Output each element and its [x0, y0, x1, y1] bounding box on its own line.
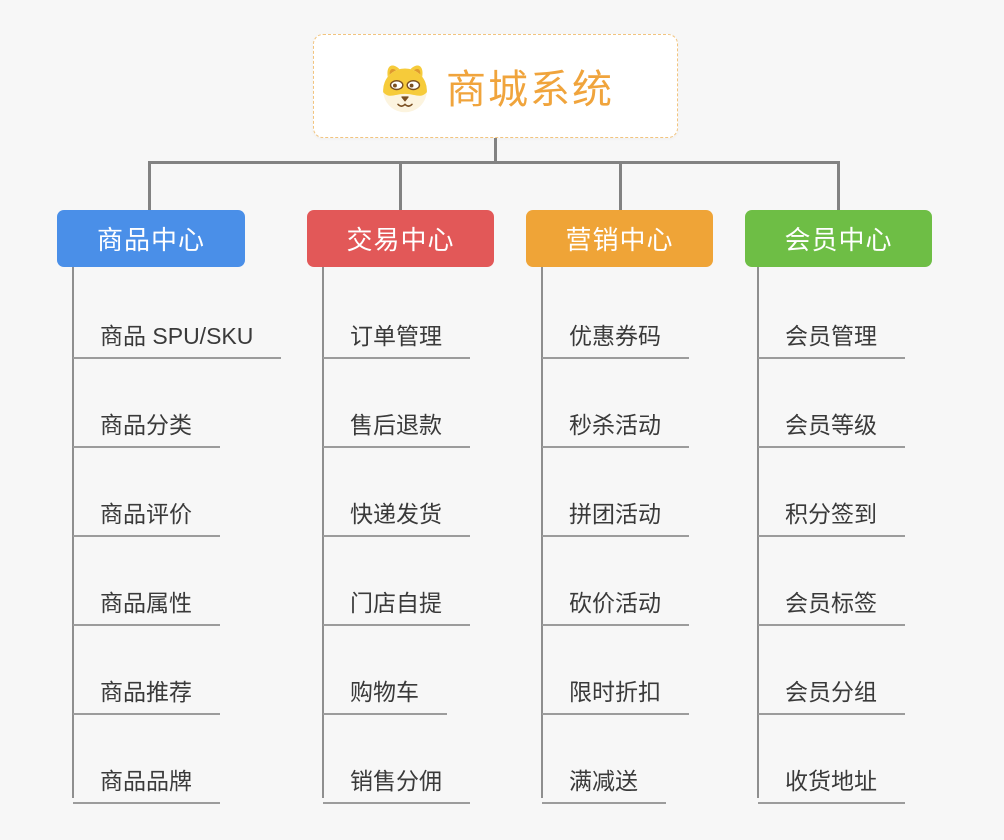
leaf-node[interactable]: 会员管理 [758, 312, 905, 359]
branch-label: 会员中心 [784, 225, 893, 255]
leaf-node[interactable]: 砍价活动 [542, 579, 689, 626]
branch-node-product-center[interactable]: 商品中心 [57, 210, 245, 267]
branch-line-marketing-center [541, 267, 543, 798]
connector-root-stub [494, 138, 497, 163]
leaf-node[interactable]: 快递发货 [323, 490, 470, 537]
root-title: 商城系统 [446, 68, 614, 112]
leaf-node[interactable]: 会员等级 [758, 401, 905, 448]
connector-horizontal [148, 161, 840, 164]
branch-label: 营销中心 [565, 225, 674, 255]
leaf-node[interactable]: 商品推荐 [73, 668, 220, 715]
leaf-node[interactable]: 会员分组 [758, 668, 905, 715]
leaf-node[interactable]: 销售分佣 [323, 757, 470, 804]
branch-line-product-center [72, 267, 74, 798]
connector-drop-trade-center [399, 161, 402, 210]
branch-node-marketing-center[interactable]: 营销中心 [526, 210, 713, 267]
leaf-node[interactable]: 商品属性 [73, 579, 220, 626]
leaf-node[interactable]: 商品 SPU/SKU [73, 312, 282, 359]
branch-label: 商品中心 [96, 225, 205, 255]
leaf-node[interactable]: 限时折扣 [542, 668, 689, 715]
connector-drop-marketing-center [619, 161, 622, 210]
connector-drop-product-center [148, 161, 151, 210]
connector-drop-member-center [837, 161, 840, 210]
branch-line-member-center [757, 267, 759, 798]
leaf-node[interactable]: 商品评价 [73, 490, 220, 537]
leaf-node[interactable]: 会员标签 [758, 579, 905, 626]
leaf-node[interactable]: 售后退款 [323, 401, 470, 448]
leaf-node[interactable]: 门店自提 [323, 579, 470, 626]
leaf-node[interactable]: 满减送 [542, 757, 666, 804]
branch-line-trade-center [322, 267, 324, 798]
leaf-node[interactable]: 秒杀活动 [542, 401, 689, 448]
leaf-node[interactable]: 订单管理 [323, 312, 470, 359]
leaf-node[interactable]: 商品品牌 [73, 757, 220, 804]
branch-label: 交易中心 [346, 225, 455, 255]
leaf-node[interactable]: 购物车 [323, 668, 447, 715]
leaf-node[interactable]: 商品分类 [73, 401, 220, 448]
branch-node-member-center[interactable]: 会员中心 [745, 210, 932, 267]
leaf-node[interactable]: 拼团活动 [542, 490, 689, 537]
dog-face-icon [383, 65, 427, 113]
leaf-node[interactable]: 收货地址 [758, 757, 905, 804]
leaf-node[interactable]: 优惠券码 [542, 312, 689, 359]
root-node[interactable]: 商城系统 [313, 34, 678, 138]
leaf-node[interactable]: 积分签到 [758, 490, 905, 537]
branch-node-trade-center[interactable]: 交易中心 [307, 210, 494, 267]
